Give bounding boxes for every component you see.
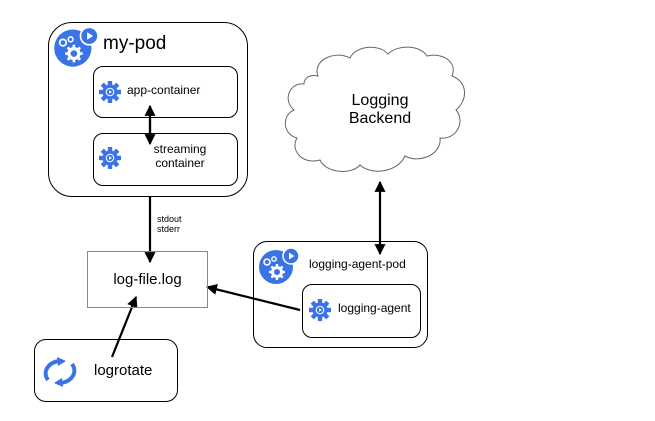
- container-gear-icon: [98, 146, 122, 170]
- logrotate-node[interactable]: [34, 339, 178, 402]
- streaming-container-label: streaming container: [153, 142, 207, 170]
- logging-backend-label: Logging Backend: [348, 92, 412, 128]
- pod-gears-icon: [257, 247, 299, 285]
- container-gear-icon: [308, 298, 332, 322]
- app-container-label: app-container: [127, 83, 201, 97]
- logging-agent-label: logging-agent: [338, 301, 411, 315]
- my-pod-node[interactable]: [48, 22, 248, 197]
- log-file-node[interactable]: [87, 251, 208, 308]
- stdout-stderr-label: stdout stderr: [157, 214, 182, 235]
- my-pod-label: my-pod: [103, 33, 167, 54]
- log-file-label: log-file.log: [113, 271, 182, 288]
- app-container-node[interactable]: [93, 66, 238, 118]
- logging-backend-cloud: [284, 46, 465, 172]
- logging-agent-pod-node[interactable]: [253, 241, 428, 348]
- container-gear-icon: [98, 80, 122, 104]
- pod-gears-icon: [52, 26, 98, 68]
- logging-agent-pod-label: logging-agent-pod: [309, 257, 406, 271]
- logrotate-label: logrotate: [94, 362, 153, 379]
- rotate-arrows-icon: [43, 357, 77, 387]
